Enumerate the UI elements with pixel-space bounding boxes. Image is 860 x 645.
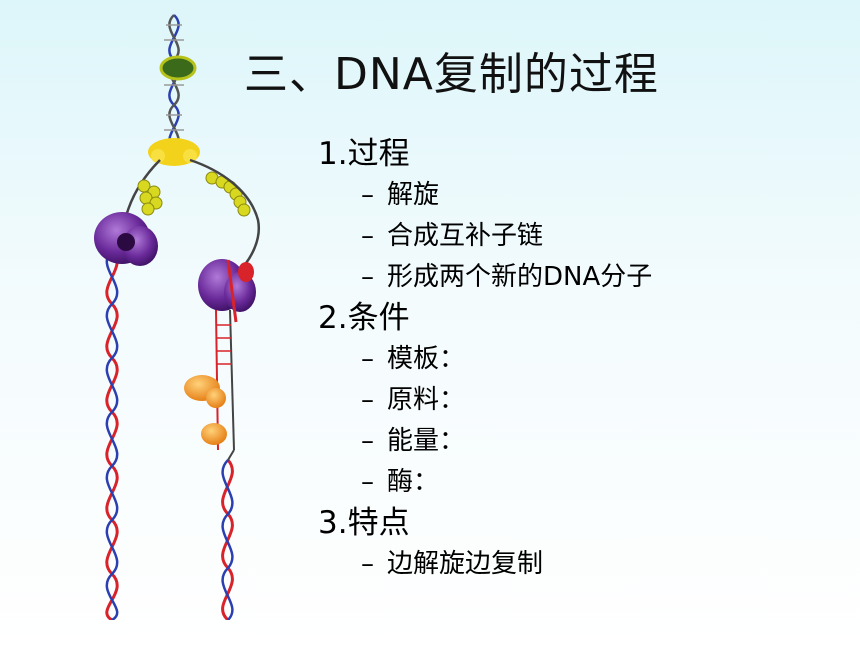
bullet-dash: – [361, 426, 374, 456]
item-text: 模板： [387, 344, 466, 374]
outline-item: –模板： [318, 339, 848, 380]
item-text: 解旋 [387, 180, 440, 210]
outline-item: –原料： [318, 380, 848, 421]
bullet-dash: – [361, 262, 374, 292]
dna-polymerase-left [94, 212, 158, 266]
section-heading: 3.特点 [318, 505, 410, 541]
parent-helix [164, 14, 184, 151]
bullet-dash: – [361, 344, 374, 374]
right-daughter-helix [221, 449, 235, 620]
section-heading: 1.过程 [318, 136, 410, 172]
bullet-dash: – [361, 385, 374, 415]
item-text: 能量： [387, 426, 466, 456]
outline-item: –酶： [318, 462, 848, 503]
dna-polymerase-right [198, 259, 256, 323]
slide-title: 三、DNA复制的过程 [244, 49, 659, 100]
item-text: 边解旋边复制 [387, 549, 544, 579]
dna-replication-diagram [94, 14, 261, 620]
item-text: 形成两个新的DNA分子 [387, 262, 653, 292]
section-heading: 2.条件 [318, 300, 410, 336]
topoisomerase-shape [159, 55, 197, 81]
primase-shape [184, 375, 227, 445]
item-text: 酶： [387, 467, 440, 497]
item-text: 原料： [387, 385, 466, 415]
outline: 1.过程 –解旋 –合成互补子链 –形成两个新的DNA分子 2.条件 –模板： … [318, 134, 848, 585]
item-text: 合成互补子链 [387, 221, 544, 251]
bullet-dash: – [361, 221, 374, 251]
bullet-dash: – [361, 180, 374, 210]
bullet-dash: – [361, 467, 374, 497]
bullet-dash: – [361, 549, 374, 579]
outline-item: –边解旋边复制 [318, 544, 848, 585]
outline-item: –能量： [318, 421, 848, 462]
outline-item: –合成互补子链 [318, 216, 848, 257]
helicase-shape [148, 138, 200, 166]
ssb-beads-left [137, 179, 163, 216]
outline-item: –形成两个新的DNA分子 [318, 257, 848, 298]
outline-item: –解旋 [318, 175, 848, 216]
